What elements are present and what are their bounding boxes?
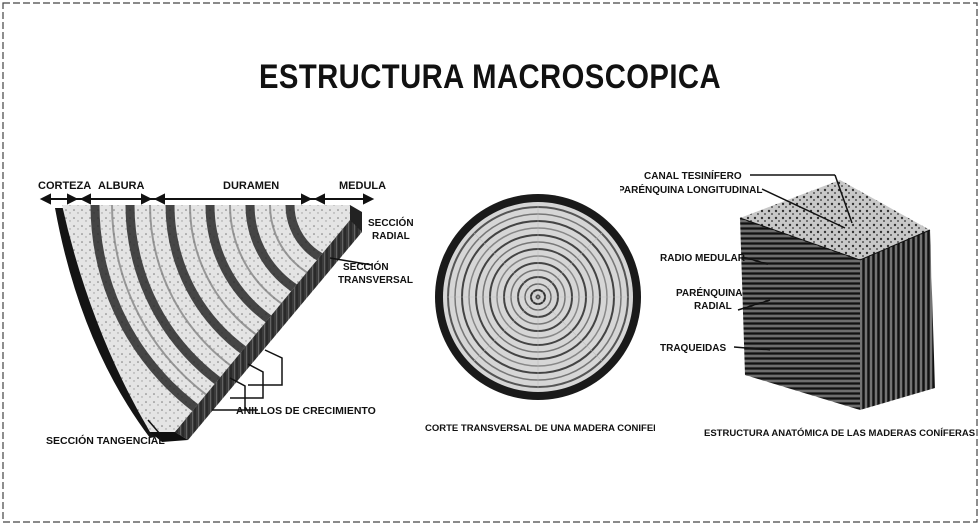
label-tangencial: SECCIÓN TANGENCIAL <box>46 434 165 447</box>
tangential-face <box>175 220 362 440</box>
block-left-face <box>740 218 860 410</box>
growth-rings-brackets <box>212 349 283 411</box>
label-duramen: DURAMEN <box>223 180 279 192</box>
page-title: ESTRUCTURA MACROSCOPICA <box>258 58 722 96</box>
wood-wedge-figure: CORTEZA ALBURA DURAMEN MEDULA SECCIÓN RA… <box>38 180 414 447</box>
block-right-face <box>860 230 935 410</box>
caption-cross-section: CORTE TRANSVERSAL DE UNA MADERA CONIFERA <box>425 423 655 434</box>
label-anillos: ANILLOS DE CRECIMIENTO <box>236 405 376 417</box>
label-parenquina-radial-2: RADIAL <box>694 301 732 312</box>
cross-section-figure: CORTE TRANSVERSAL DE UNA MADERA CONIFERA <box>425 194 655 434</box>
label-medula: MEDULA <box>339 180 386 192</box>
anatomy-block-figure: CANAL TESINÍFERO PARÉNQUINA LONGITUDINAL… <box>620 169 975 439</box>
label-seccion-transversal-2: TRANSVERSAL <box>338 275 413 286</box>
top-dimension-line <box>39 193 375 205</box>
label-parenquina-longitudinal: PARÉNQUINA LONGITUDINAL <box>620 183 762 196</box>
label-corteza: CORTEZA <box>38 180 91 192</box>
transverse-face <box>62 205 350 432</box>
label-parenquina-radial-1: PARÉNQUINA <box>676 286 742 299</box>
radial-face <box>350 205 362 232</box>
label-seccion-radial-1: SECCIÓN <box>368 216 414 229</box>
label-seccion-radial-2: RADIAL <box>372 231 410 242</box>
label-traqueidas: TRAQUEIDAS <box>660 343 726 354</box>
label-albura: ALBURA <box>98 180 144 192</box>
label-radio-medular: RADIO MEDULAR <box>660 253 746 264</box>
label-seccion-transversal-1: SECCIÓN <box>343 260 389 273</box>
label-canal-tesinifero: CANAL TESINÍFERO <box>644 169 742 182</box>
block-top-face <box>740 180 930 260</box>
caption-anatomy: ESTRUCTURA ANATÓMICA DE LAS MADERAS CONÍ… <box>704 427 975 439</box>
